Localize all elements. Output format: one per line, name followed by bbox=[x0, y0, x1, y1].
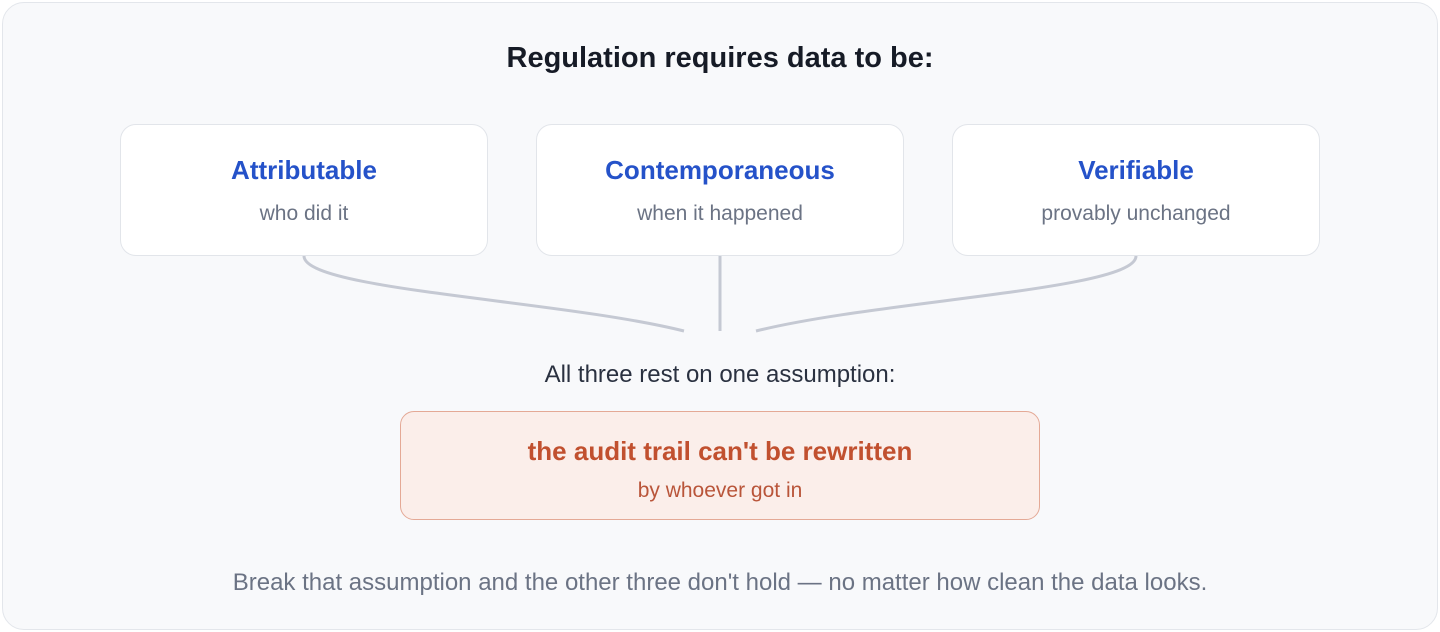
requirement-title: Contemporaneous bbox=[605, 155, 835, 185]
footer-note: Break that assumption and the other thre… bbox=[232, 569, 1208, 596]
assumption-subtitle: by whoever got in bbox=[637, 479, 803, 502]
assumption-title: the audit trail can't be rewritten bbox=[527, 436, 913, 466]
requirement-subtitle: when it happened bbox=[637, 202, 803, 225]
requirement-card-attributable: Attributable who did it bbox=[120, 124, 488, 256]
assumption-intro: All three rest on one assumption: bbox=[544, 361, 896, 388]
diagram-heading: Regulation requires data to be: bbox=[506, 42, 934, 74]
assumption-box: the audit trail can't be rewritten by wh… bbox=[400, 411, 1040, 520]
requirement-card-verifiable: Verifiable provably unchanged bbox=[952, 124, 1320, 256]
requirement-title: Attributable bbox=[231, 155, 377, 185]
requirement-subtitle: provably unchanged bbox=[1041, 202, 1231, 225]
requirement-title: Verifiable bbox=[1078, 155, 1194, 185]
requirement-subtitle: who did it bbox=[259, 202, 349, 225]
requirement-card-contemporaneous: Contemporaneous when it happened bbox=[536, 124, 904, 256]
